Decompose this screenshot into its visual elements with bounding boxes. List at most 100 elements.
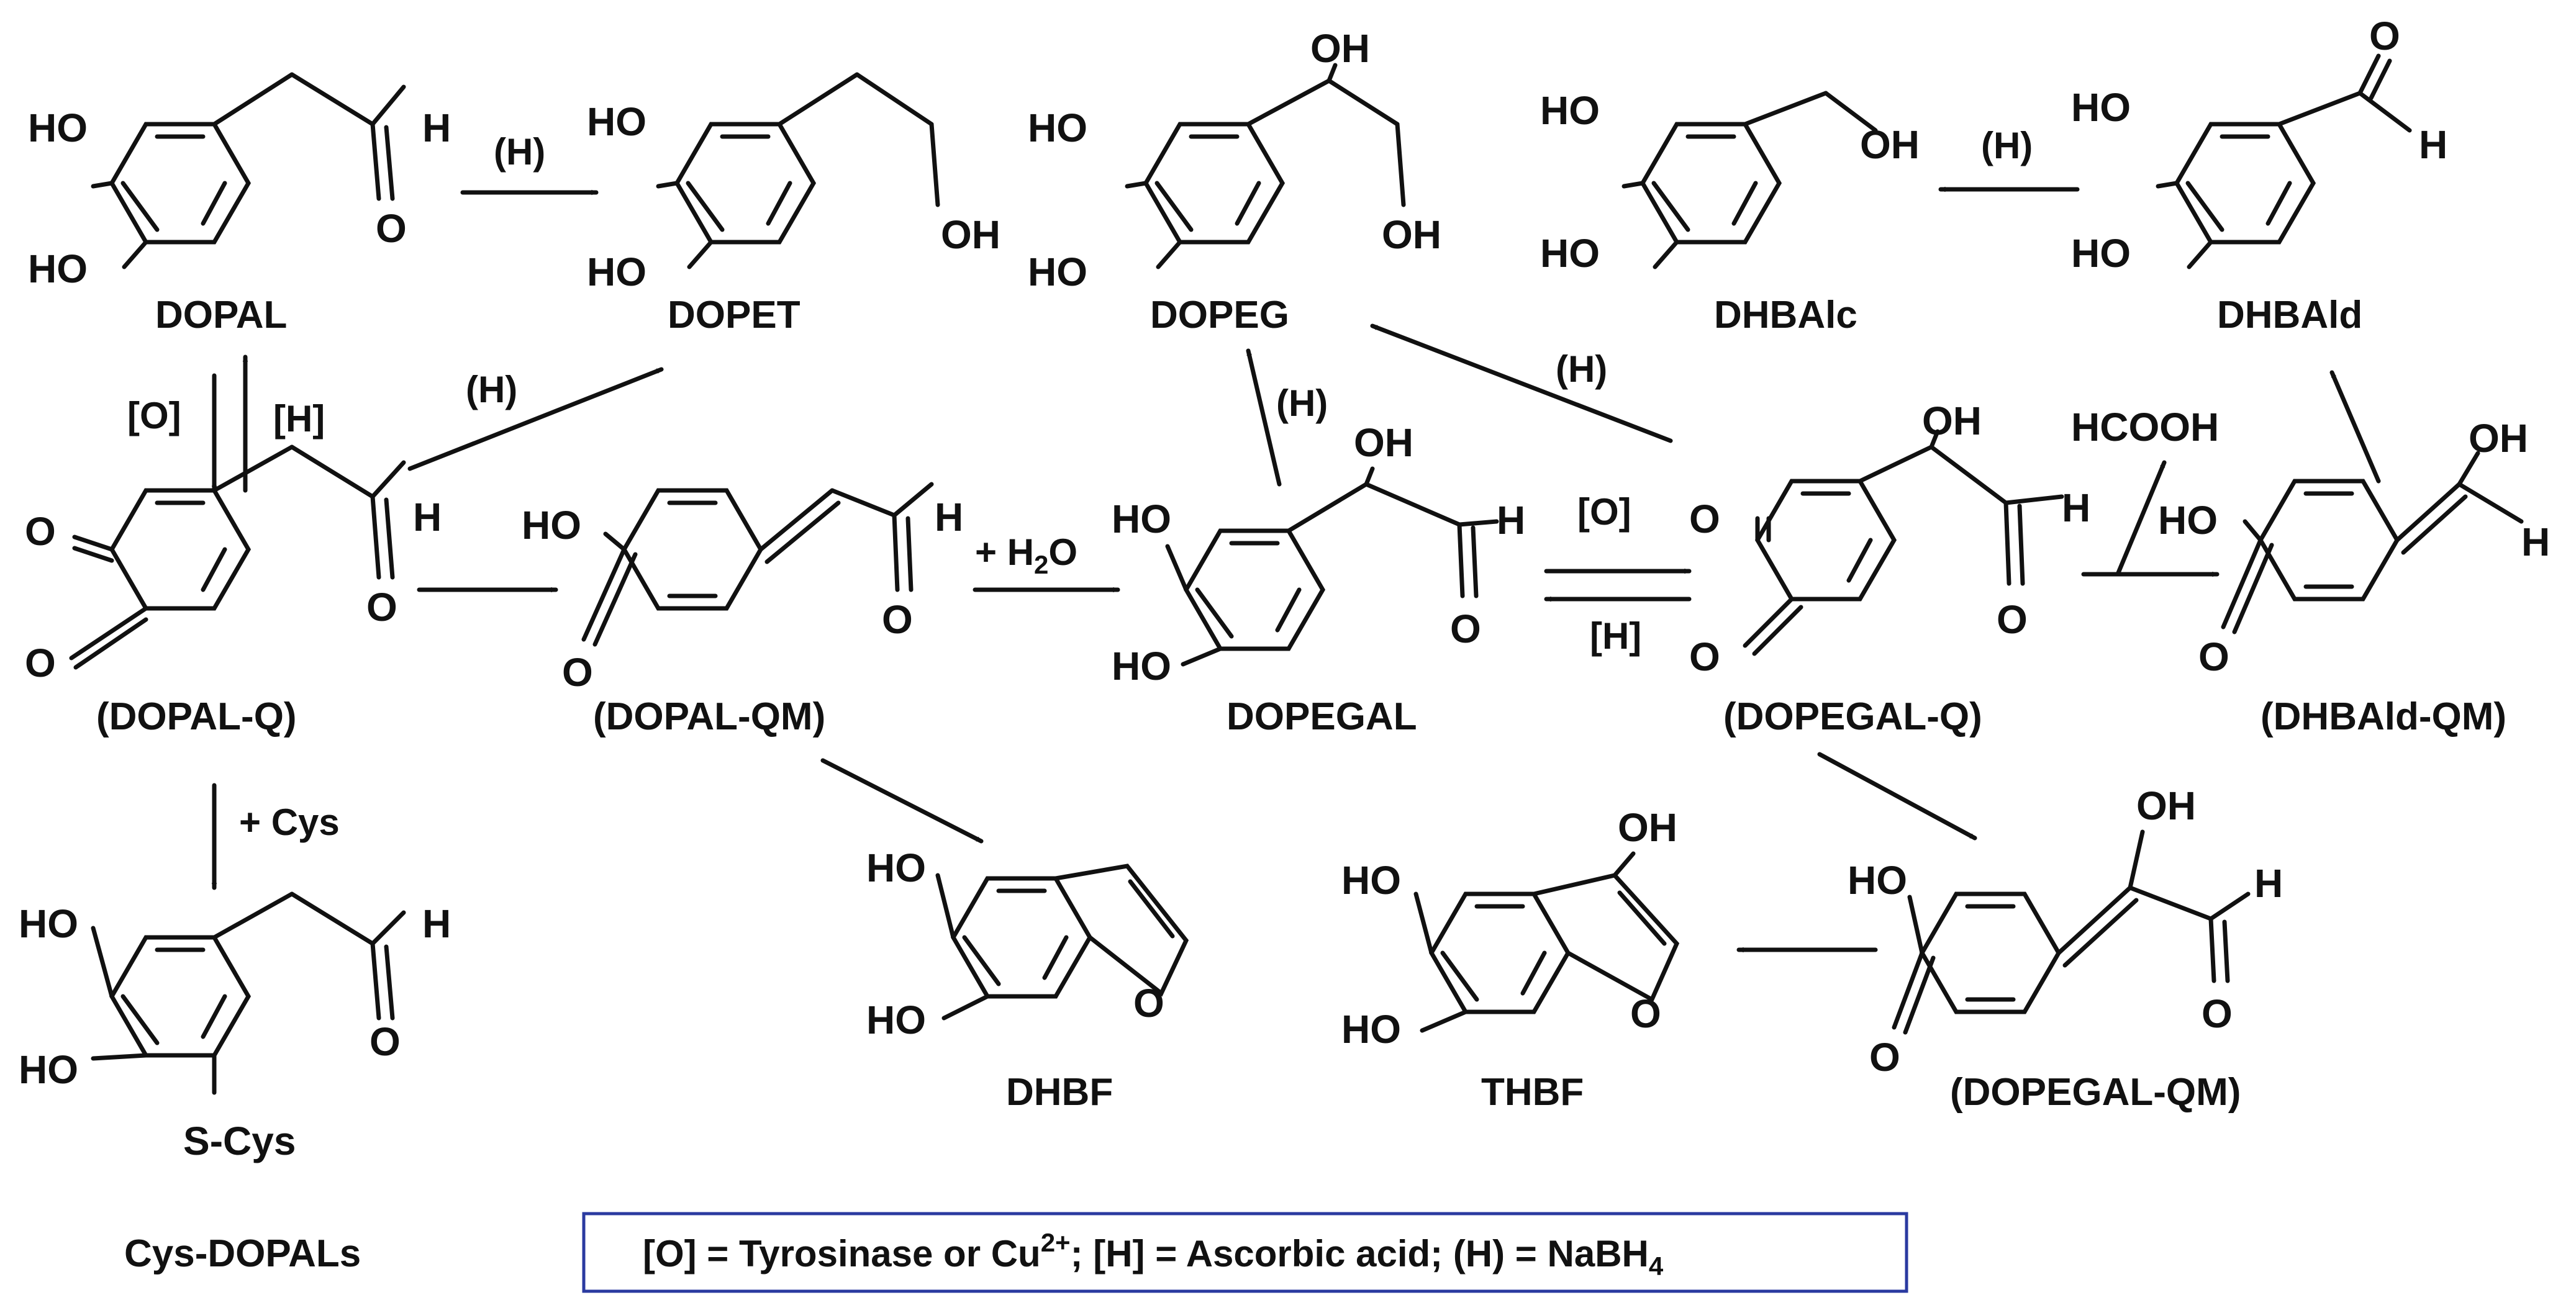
atom-o: O (562, 650, 593, 695)
structure-dopegal-qm: HO O OH H O (1848, 783, 2283, 1080)
atom-ho: HO (1540, 88, 1600, 133)
atom-ho: HO (522, 503, 581, 548)
arrow-dopegal-q-to-dopeg (1370, 323, 1673, 443)
arrow-dopegal-q-to-dopegal-qm (1817, 752, 1977, 841)
atom-o: O (25, 641, 56, 685)
structure-dopal-qm: HO O H O (522, 482, 963, 695)
atom-o: O (370, 1019, 401, 1064)
label-dopet: DOPET (668, 294, 800, 336)
label-dopegal-q: (DOPEGAL-Q) (1723, 695, 1982, 738)
label-dopal-q: (DOPAL-Q) (96, 695, 297, 738)
atom-oh: OH (1860, 122, 1920, 167)
label-dopal-qm: (DOPAL-QM) (593, 695, 825, 738)
structure-dopeg: HO HO OH OH (1028, 26, 1441, 294)
atom-ho: HO (28, 106, 88, 150)
arrow-dopegal-to-dopeg (1246, 348, 1282, 487)
atom-ho: HO (587, 250, 646, 294)
atom-ho: HO (587, 99, 646, 144)
reagent-ascorbate: [H] (1590, 615, 1641, 657)
atom-oh: OH (1382, 212, 1441, 257)
atom-oh: OH (1922, 399, 1982, 443)
atom-o: O (366, 585, 397, 629)
structure-cys-dopal: HO HO S-Cys H O (19, 891, 451, 1163)
atom-oh: OH (1310, 26, 1370, 71)
label-dhbf: DHBF (1006, 1071, 1113, 1114)
reagent-cysteine: + Cys (239, 801, 340, 843)
reagent-water: + H2O (975, 531, 1077, 579)
label-hcooh: HCOOH (2071, 405, 2219, 449)
structure-dopegal: HO HO OH H O (1112, 420, 1525, 688)
atom-s-cys: S-Cys (183, 1119, 296, 1163)
atom-ho: HO (866, 846, 926, 890)
label-dopegal-qm: (DOPEGAL-QM) (1950, 1071, 2241, 1114)
structure-dhbald: HO HO O H (2071, 14, 2447, 276)
atom-oh: OH (1618, 805, 1677, 850)
atom-oh: OH (2469, 416, 2528, 461)
structure-dopal: HO HO H O (28, 72, 451, 291)
atom-ho: HO (1112, 644, 1171, 688)
atom-ho: HO (28, 246, 88, 291)
arrow-dopal-q-to-dopet (407, 367, 664, 471)
atom-o: O (25, 509, 56, 554)
atom-h: H (2419, 122, 2447, 167)
reagent-nabh4: (H) (466, 369, 517, 410)
reagent-oxidant: [O] (127, 395, 181, 436)
legend-text: [O] = Tyrosinase or Cu2+; [H] = Ascorbic… (643, 1228, 1664, 1281)
atom-ho: HO (866, 998, 926, 1042)
atom-ho: HO (1540, 231, 1600, 276)
legend-box: [O] = Tyrosinase or Cu2+; [H] = Ascorbic… (582, 1212, 1908, 1293)
atom-o: O (882, 597, 913, 642)
atom-oh: OH (2136, 783, 2196, 828)
atom-o: O (1869, 1035, 1900, 1080)
atom-o: O (1630, 991, 1661, 1036)
atom-ho: HO (1112, 497, 1171, 541)
atom-h: H (935, 495, 963, 539)
atom-h: H (2521, 520, 2550, 564)
label-dopeg: DOPEG (1150, 294, 1289, 336)
atom-o: O (1689, 634, 1720, 679)
atom-ho: HO (2071, 231, 2131, 276)
atom-o: O (1450, 607, 1481, 651)
structure-thbf: HO HO O OH (1341, 805, 1680, 1052)
atom-ho: HO (1028, 250, 1087, 294)
atom-o: O (2202, 991, 2233, 1036)
label-dhbalc: DHBAlc (1714, 294, 1857, 336)
label-dopegal: DOPEGAL (1227, 695, 1417, 738)
atom-h: H (2254, 861, 2283, 906)
structure-dhbald-qm: HO O OH H (2158, 416, 2550, 679)
atom-ho: HO (2158, 498, 2218, 543)
reagent-nabh4: (H) (1276, 382, 1328, 424)
atom-h: H (2062, 485, 2090, 530)
arrow-dhbald-qm-to-dhbald (2329, 370, 2381, 484)
arrow-release-hcooh (2115, 460, 2167, 577)
atom-h: H (422, 106, 451, 150)
atom-oh: OH (1354, 420, 1413, 465)
reagent-ascorbate: [H] (273, 398, 325, 440)
structure-dhbalc: HO HO OH (1540, 88, 1920, 276)
label-dhbald-qm: (DHBAld-QM) (2261, 695, 2506, 738)
atom-ho: HO (1341, 1007, 1401, 1052)
atom-ho: HO (19, 1047, 78, 1092)
atom-o: O (1689, 497, 1720, 541)
atom-ho: HO (2071, 85, 2131, 130)
atom-h: H (413, 495, 442, 539)
label-dhbald: DHBAld (2217, 294, 2362, 336)
structure-dopal-q: O O H O (25, 444, 442, 685)
reagent-nabh4: (H) (1556, 348, 1607, 390)
atom-ho: HO (1341, 858, 1401, 903)
arrow-dopal-qm-to-dhbf (820, 758, 984, 844)
structure-dopet: HO HO OH (587, 72, 1000, 294)
atom-h: H (1497, 498, 1525, 543)
atom-ho: HO (19, 901, 78, 946)
structure-dhbf: HO HO O (866, 846, 1189, 1042)
label-dopal: DOPAL (155, 294, 287, 336)
label-cys-dopals: Cys-DOPALs (124, 1232, 361, 1275)
reagent-nabh4: (H) (494, 131, 545, 173)
atom-o: O (1133, 981, 1164, 1026)
atom-oh: OH (941, 212, 1000, 257)
structure-dopegal-q: O O OH H O (1689, 399, 2090, 679)
atom-o: O (2369, 14, 2400, 58)
atom-ho: HO (1848, 858, 1907, 903)
atom-o: O (376, 206, 407, 251)
